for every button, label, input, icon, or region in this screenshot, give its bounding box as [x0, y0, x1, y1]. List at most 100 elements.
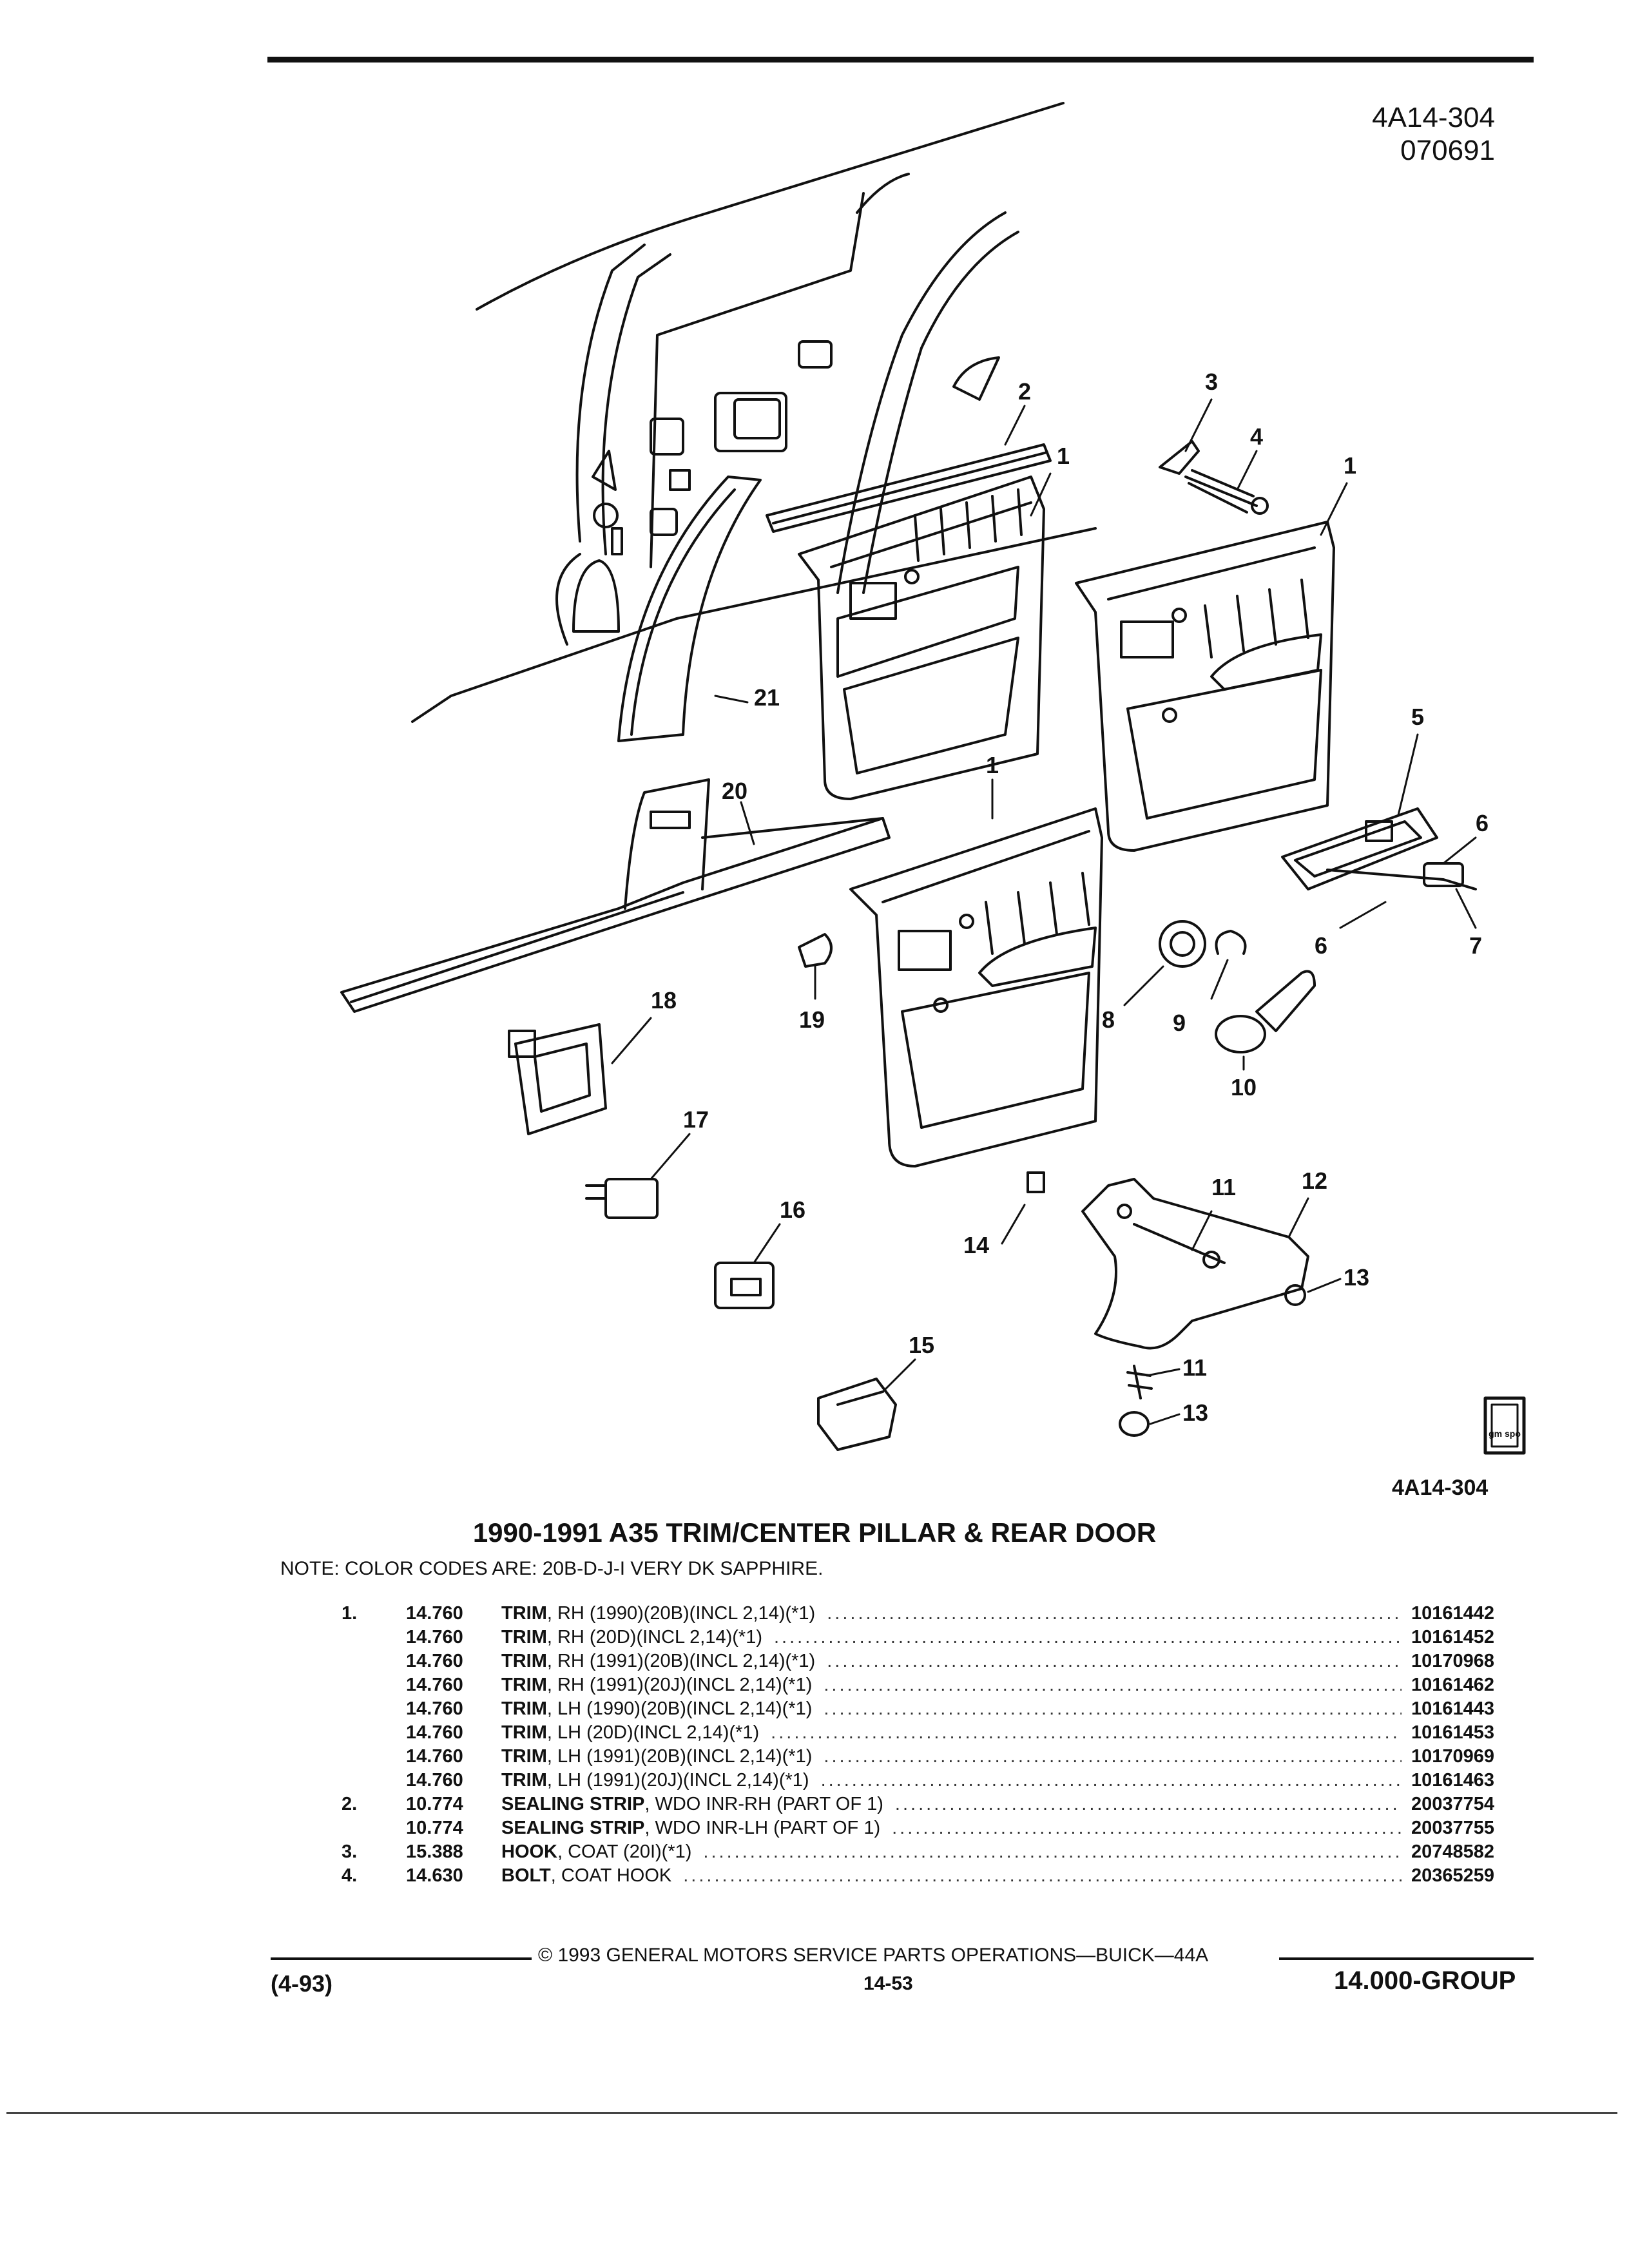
part-description: HOOK, COAT (20I)(*1): [501, 1841, 691, 1863]
footer-group: 14.000-GROUP: [1334, 1966, 1516, 1995]
footer-rule-left: [271, 1957, 532, 1960]
callout-6-a: 6: [1476, 810, 1489, 836]
callout-11-a: 11: [1211, 1174, 1236, 1200]
part-description: TRIM, RH (1990)(20B)(INCL 2,14)(*1): [501, 1603, 815, 1624]
part-description: BOLT, COAT HOOK: [501, 1865, 671, 1887]
part-number: 10161453: [1411, 1722, 1495, 1743]
part-description: TRIM, RH (1991)(20B)(INCL 2,14)(*1): [501, 1651, 815, 1672]
part-name: TRIM: [501, 1722, 547, 1743]
callout-12: 12: [1302, 1168, 1327, 1194]
part-name: BOLT: [501, 1865, 551, 1886]
callout-13-b: 13: [1182, 1399, 1208, 1426]
catalog-number: 14.760: [406, 1603, 463, 1624]
dot-leader: ........................................…: [827, 1651, 1402, 1671]
dot-leader: ........................................…: [824, 1675, 1402, 1695]
parts-row: 14.760 TRIM, RH (1991)(20J)(INCL 2,14)(*1…: [0, 1675, 1629, 1698]
date-code: 070691: [1400, 134, 1495, 166]
catalog-number: 14.760: [406, 1698, 463, 1719]
callout-18: 18: [651, 987, 677, 1014]
door-trim-lower: [849, 807, 1103, 1168]
callout-4: 4: [1250, 423, 1263, 450]
parts-diagram: 21 2 1 3 4 1 5 6 6 7 8 9 10 1 20 19 18 1…: [340, 102, 1526, 1455]
part-detail: , COAT HOOK: [550, 1865, 672, 1886]
catalog-number: 14.760: [406, 1675, 463, 1695]
bottom-rule: [6, 2112, 1617, 2114]
part-description: SEALING STRIP, WDO INR-LH (PART OF 1): [501, 1818, 880, 1839]
part-detail: , RH (1990)(20B)(INCL 2,14)(*1): [546, 1603, 816, 1624]
part-number: 10161443: [1411, 1698, 1495, 1719]
callout-14: 14: [963, 1232, 989, 1258]
part-number: 20748582: [1411, 1841, 1495, 1862]
part-detail: , WDO INR-RH (PART OF 1): [644, 1794, 883, 1814]
part-name: SEALING STRIP: [501, 1794, 645, 1814]
catalog-number: 14.760: [406, 1722, 463, 1743]
part-number: 10161462: [1411, 1675, 1495, 1695]
part-name: TRIM: [501, 1698, 547, 1719]
dot-leader: ........................................…: [683, 1865, 1402, 1886]
footer-rule-right: [1279, 1957, 1534, 1960]
dot-leader: ........................................…: [894, 1794, 1402, 1814]
door-trim-upper-right: [1075, 521, 1335, 852]
top-rule: [267, 57, 1534, 62]
gm-spo-logo: gm spo: [1483, 1396, 1526, 1455]
callout-11-b: 11: [1182, 1354, 1207, 1381]
callout-6-b: 6: [1315, 932, 1327, 959]
figure-code: 4A14-304: [1372, 102, 1495, 133]
part-detail: , RH (1991)(20J)(INCL 2,14)(*1): [546, 1675, 813, 1695]
callout-15: 15: [909, 1332, 934, 1358]
dot-leader: ........................................…: [827, 1603, 1402, 1624]
part-number: 20365259: [1411, 1865, 1495, 1886]
catalog-number: 10.774: [406, 1818, 463, 1838]
callout-9: 9: [1173, 1010, 1186, 1036]
part-name: TRIM: [501, 1627, 547, 1648]
dot-leader: ........................................…: [820, 1770, 1402, 1791]
item-number: 4.: [342, 1865, 358, 1886]
door-trim-upper-middle: [798, 476, 1045, 800]
catalog-number: 14.760: [406, 1770, 463, 1791]
callout-labels: 21 2 1 3 4 1 5 6 6 7 8 9 10 1 20 19 18 1…: [651, 369, 1489, 1426]
part-detail: , LH (1991)(20B)(INCL 2,14)(*1): [546, 1746, 813, 1767]
part-description: TRIM, LH (1990)(20B)(INCL 2,14)(*1): [501, 1698, 812, 1720]
part-name: HOOK: [501, 1841, 557, 1862]
callout-1-a: 1: [1057, 443, 1070, 469]
part-number: 20037755: [1411, 1818, 1495, 1838]
hardware-parts: [508, 440, 1477, 1451]
callout-7: 7: [1469, 932, 1482, 959]
sill-plate: [340, 778, 891, 1013]
part-detail: , RH (1991)(20B)(INCL 2,14)(*1): [546, 1651, 816, 1671]
part-detail: , RH (20D)(INCL 2,14)(*1): [546, 1627, 762, 1648]
dot-leader: ........................................…: [824, 1746, 1402, 1767]
item-number: 2.: [342, 1794, 358, 1814]
part-description: TRIM, LH (20D)(INCL 2,14)(*1): [501, 1722, 759, 1744]
callout-19: 19: [799, 1006, 825, 1033]
catalog-number: 15.388: [406, 1841, 463, 1862]
callout-8: 8: [1102, 1006, 1115, 1033]
part-detail: , COAT (20I)(*1): [557, 1841, 692, 1862]
footer-copyright: © 1993 GENERAL MOTORS SERVICE PARTS OPER…: [538, 1945, 1209, 1966]
part-number: 10161442: [1411, 1603, 1495, 1624]
footer-page-number: 14-53: [863, 1973, 913, 1994]
callout-1-b: 1: [1344, 452, 1356, 479]
part-number: 10161452: [1411, 1627, 1495, 1648]
part-name: TRIM: [501, 1746, 547, 1767]
part-description: SEALING STRIP, WDO INR-RH (PART OF 1): [501, 1794, 883, 1815]
part-name: TRIM: [501, 1770, 547, 1791]
callout-17: 17: [683, 1106, 709, 1133]
part-detail: , WDO INR-LH (PART OF 1): [644, 1818, 881, 1838]
catalog-number: 14.760: [406, 1651, 463, 1671]
part-description: TRIM, RH (1991)(20J)(INCL 2,14)(*1): [501, 1675, 812, 1696]
leader-lines: [611, 398, 1477, 1425]
dot-leader: ........................................…: [824, 1698, 1402, 1719]
callout-3: 3: [1205, 369, 1218, 395]
parts-row: 14.760 TRIM, LH (1991)(20J)(INCL 2,14)(*1…: [0, 1770, 1629, 1793]
part-detail: , LH (20D)(INCL 2,14)(*1): [546, 1722, 760, 1743]
center-pillar-trim: [617, 476, 762, 742]
logo-text: gm spo: [1489, 1428, 1521, 1439]
part-description: TRIM, LH (1991)(20J)(INCL 2,14)(*1): [501, 1770, 809, 1791]
callout-20: 20: [722, 778, 747, 804]
dot-leader: ........................................…: [892, 1818, 1402, 1838]
part-name: SEALING STRIP: [501, 1818, 645, 1838]
part-name: TRIM: [501, 1603, 547, 1624]
dot-leader: ........................................…: [773, 1627, 1402, 1648]
